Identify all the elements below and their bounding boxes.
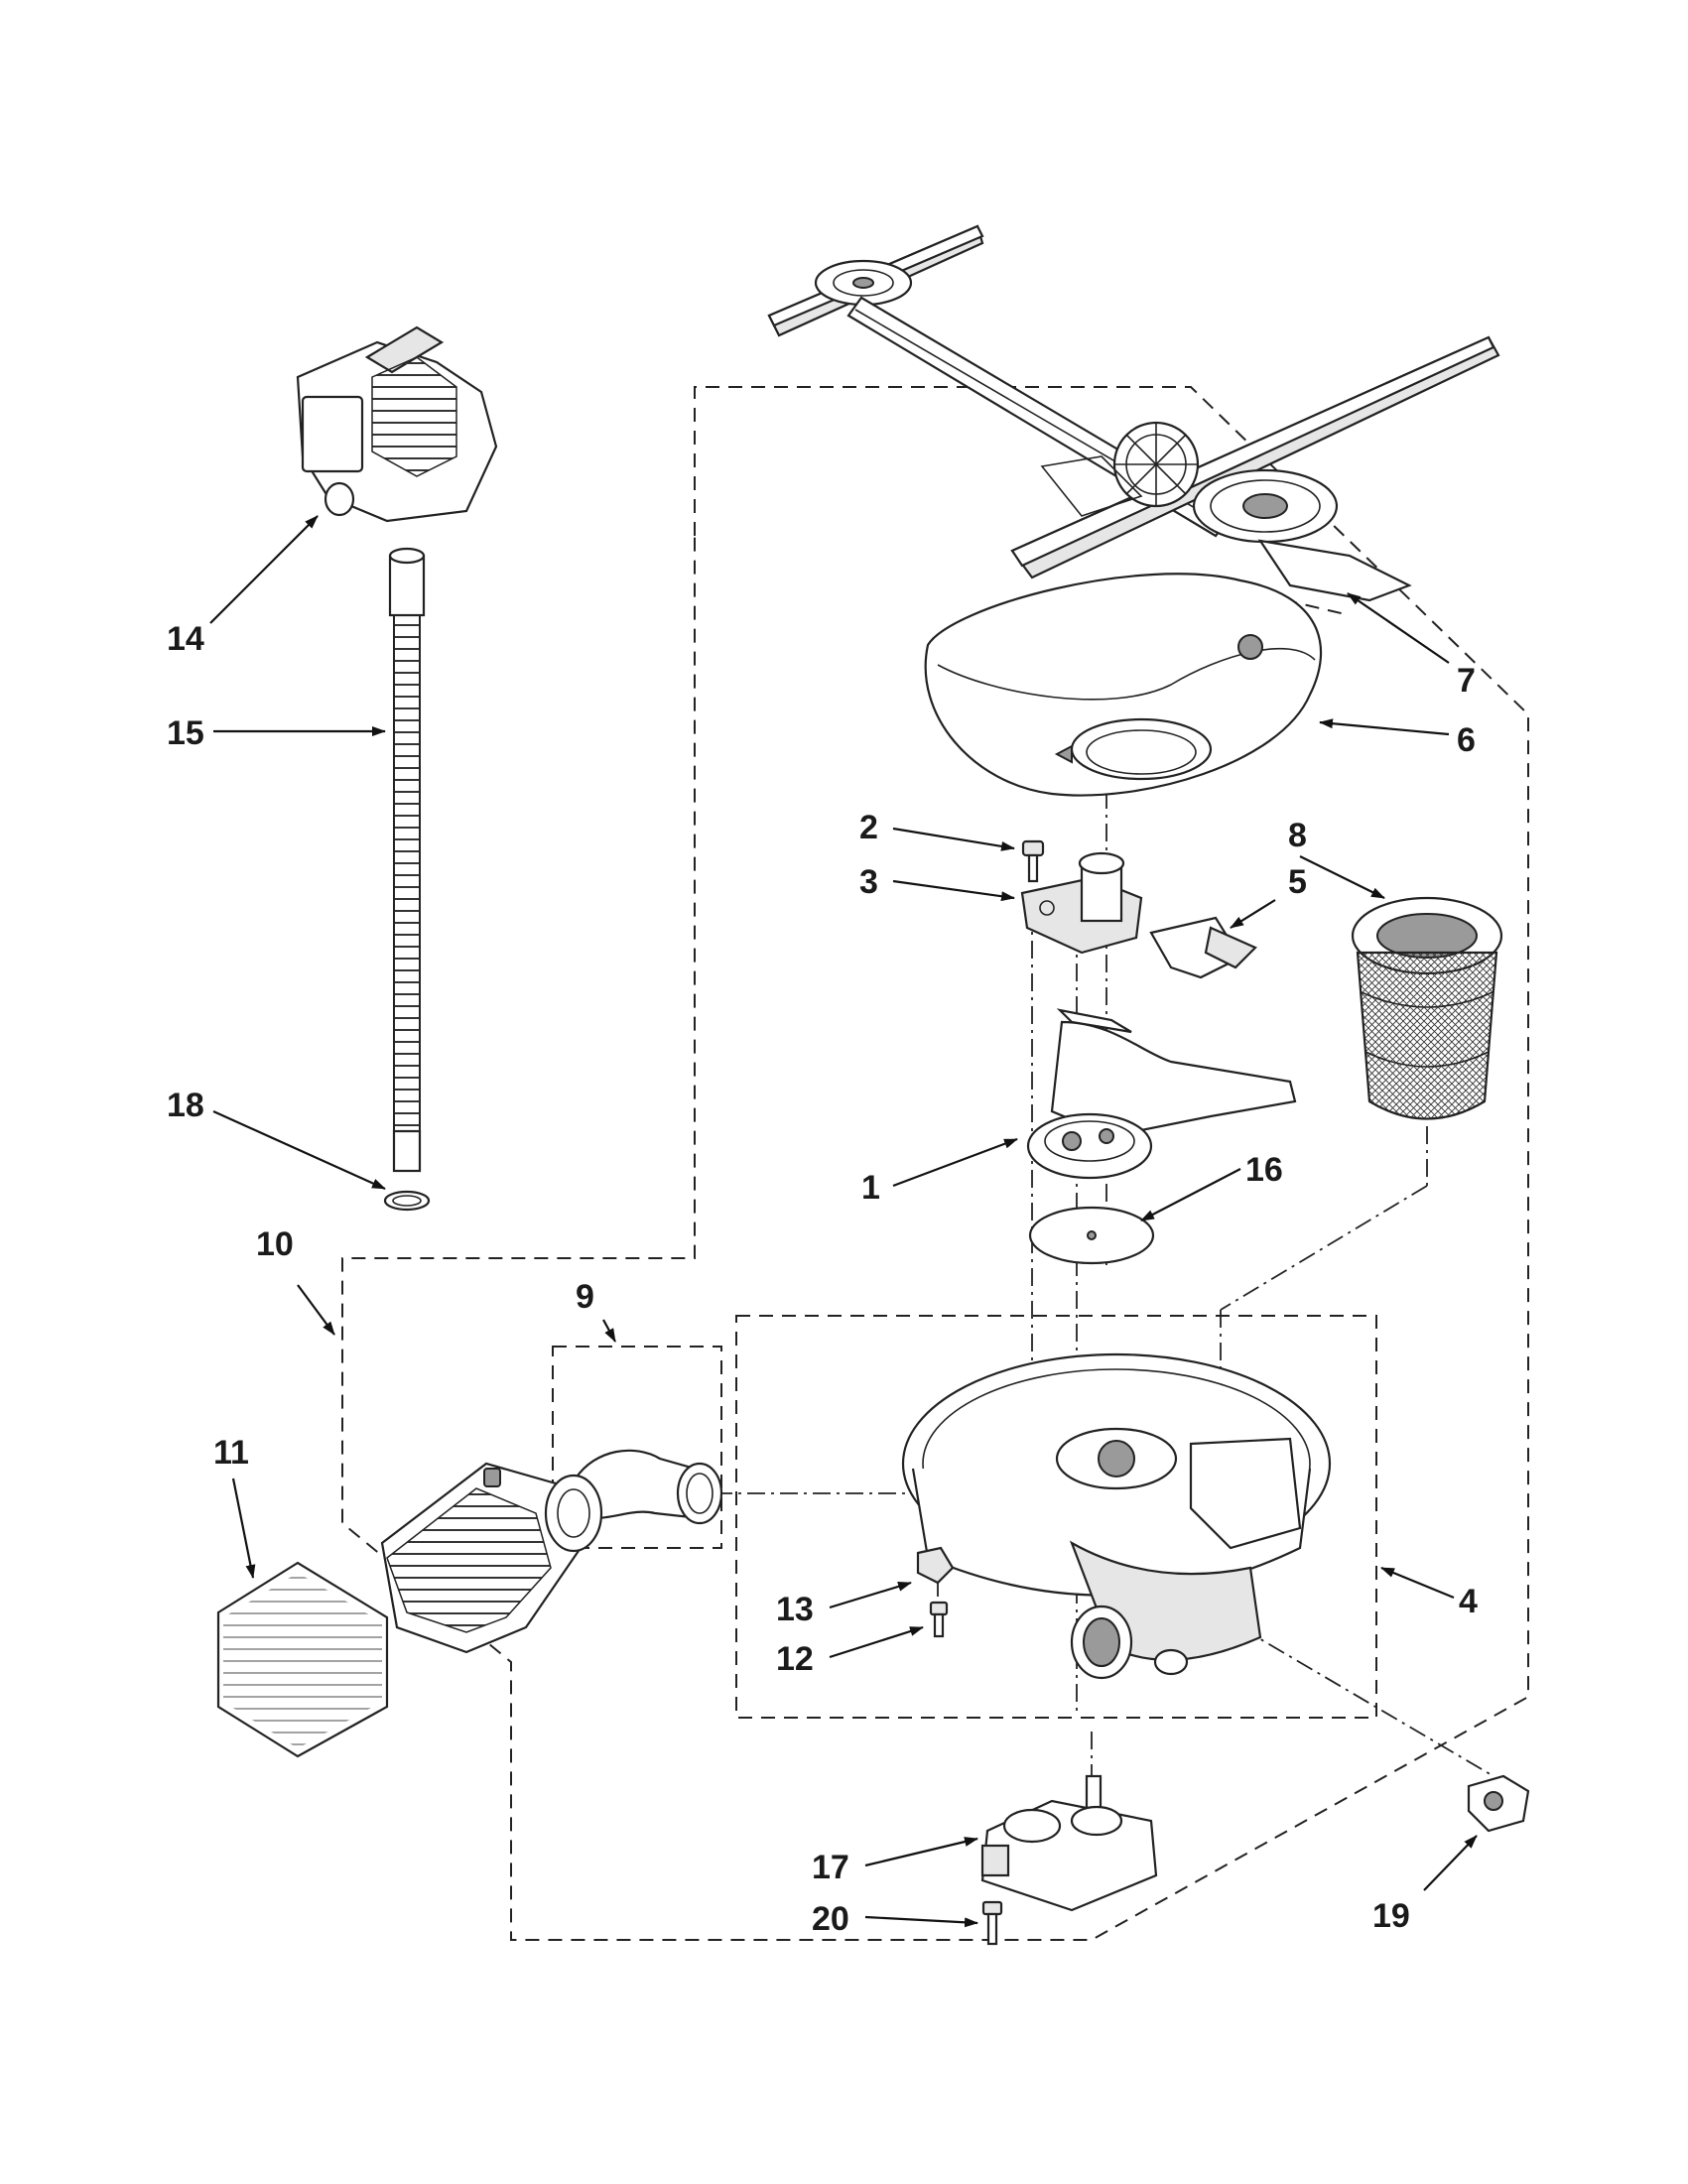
assembly-group-outline-10 (341, 386, 1529, 1941)
part-1-mount (1026, 1008, 1297, 1180)
label-part-12: 12 (776, 1640, 814, 1678)
label-part-11: 11 (213, 1434, 249, 1472)
label-part-3: 3 (859, 863, 878, 901)
pump-motor (380, 1462, 603, 1654)
label-part-7: 7 (1457, 662, 1476, 700)
label-part-16: 16 (1245, 1151, 1283, 1189)
part-3-nozzle (1020, 851, 1143, 955)
label-part-5: 5 (1288, 863, 1307, 901)
part-15-drain-hose (388, 547, 426, 1173)
hose-group-outline-9 (552, 1346, 722, 1549)
label-part-8: 8 (1288, 817, 1307, 854)
part-8-filter (1351, 896, 1503, 1120)
label-part-19: 19 (1372, 1897, 1410, 1935)
part-17-diverter (980, 1774, 1158, 1912)
label-part-9: 9 (576, 1278, 594, 1316)
part-16-disc (1028, 1206, 1155, 1265)
part-19-sensor (1467, 1774, 1530, 1833)
label-part-18: 18 (167, 1087, 204, 1124)
label-part-2: 2 (859, 809, 878, 846)
part-20-screw (981, 1900, 1003, 1946)
part-13-bracket (916, 1546, 955, 1585)
part-11-pump-cover (216, 1561, 389, 1758)
sump-group-outline-4 (735, 1315, 1377, 1719)
leader-lines (209, 515, 1478, 1928)
label-part-1: 1 (861, 1169, 880, 1207)
label-part-17: 17 (812, 1849, 849, 1886)
part-18-clamp (383, 1190, 431, 1212)
label-part-14: 14 (167, 620, 204, 658)
part-5-clip (1149, 916, 1257, 979)
part-12-screw (929, 1601, 949, 1638)
label-part-6: 6 (1457, 721, 1476, 759)
part-14-drain-pump (296, 325, 498, 523)
part-6-mount-plate (924, 573, 1323, 797)
part-4-sump (901, 1352, 1332, 1680)
part-labels: 14 15 18 10 11 9 2 3 5 8 7 6 1 16 4 13 1… (167, 620, 1478, 1938)
label-part-20: 20 (812, 1900, 849, 1938)
part-9-hose (574, 1449, 723, 1525)
label-part-4: 4 (1459, 1583, 1478, 1620)
label-part-13: 13 (776, 1591, 814, 1628)
part-2-screw (1021, 839, 1045, 883)
part-7-upper-spray-arm (767, 224, 1500, 602)
label-part-15: 15 (167, 714, 204, 752)
label-part-10: 10 (256, 1225, 294, 1263)
